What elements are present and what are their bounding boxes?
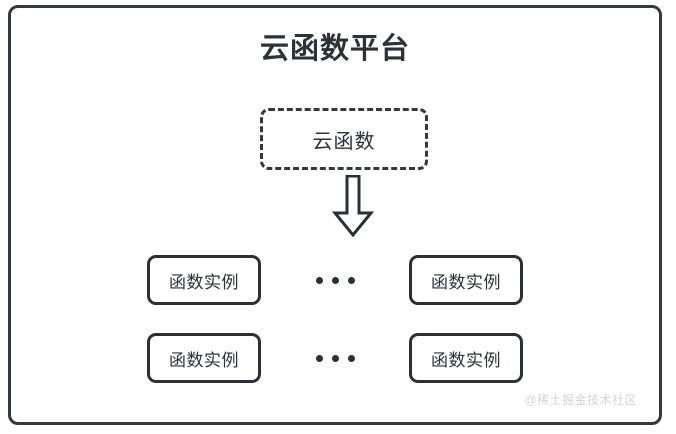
down-block-arrow-icon [329, 175, 377, 237]
ellipsis-dot [347, 276, 355, 284]
cloud-function-platform-container: 云函数平台 云函数 函数实例 函数实例 函数实例 函数实例 [8, 5, 662, 425]
cloud-function-node: 云函数 [260, 108, 428, 170]
function-instance-box: 函数实例 [409, 333, 523, 383]
platform-title: 云函数平台 [259, 33, 410, 65]
ellipsis-dot [315, 354, 323, 362]
function-instance-label: 函数实例 [169, 272, 239, 292]
ellipsis-dot [315, 276, 323, 284]
function-instance-label: 函数实例 [431, 350, 501, 370]
watermark-text: @稀土掘金技术社区 [524, 393, 637, 407]
instance-row-2: 函数实例 函数实例 [11, 332, 659, 384]
ellipsis-icon [261, 333, 409, 383]
instance-row-1: 函数实例 函数实例 [11, 254, 659, 306]
function-instance-label: 函数实例 [431, 272, 501, 292]
function-instance-box: 函数实例 [147, 333, 261, 383]
ellipsis-dot [331, 276, 339, 284]
ellipsis-dot [331, 354, 339, 362]
function-instance-box: 函数实例 [409, 255, 523, 305]
ellipsis-dot [347, 354, 355, 362]
cloud-function-label: 云函数 [312, 130, 376, 153]
function-instance-box: 函数实例 [147, 255, 261, 305]
ellipsis-icon [261, 255, 409, 305]
function-instance-label: 函数实例 [169, 350, 239, 370]
